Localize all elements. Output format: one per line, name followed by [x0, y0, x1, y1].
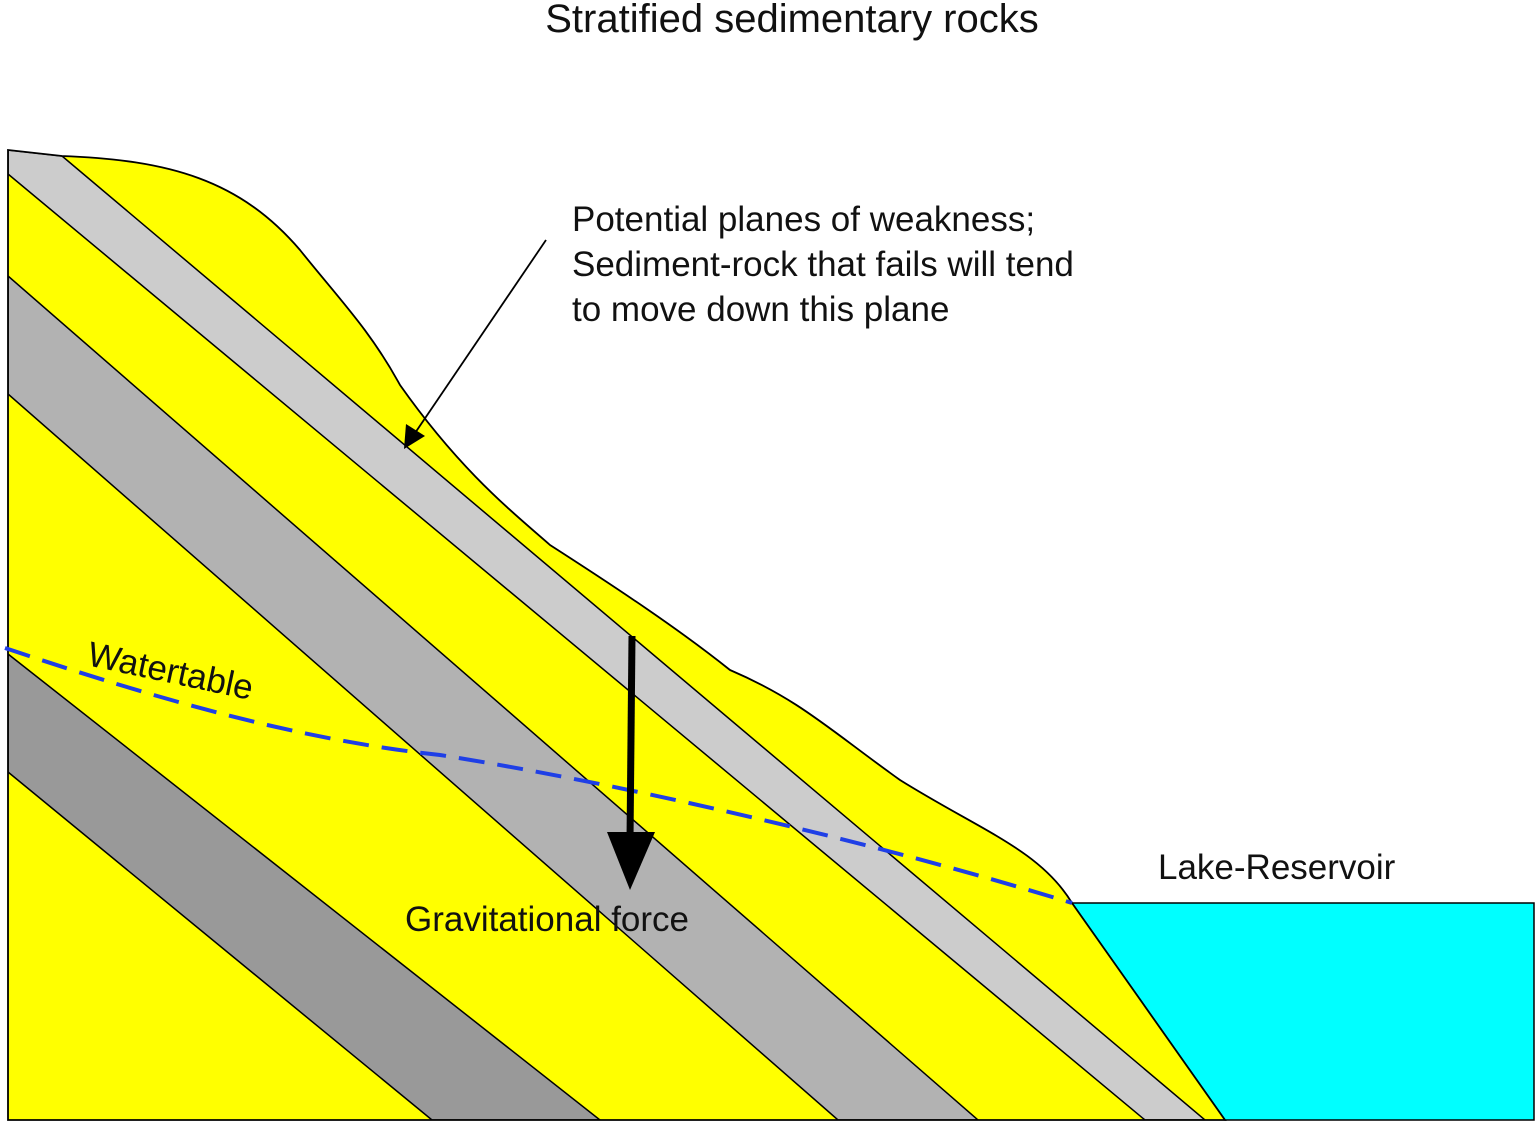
gravitational-force-label: Gravitational force	[405, 900, 689, 939]
annotation-line-3: to move down this plane	[572, 290, 949, 329]
watertable-line	[4, 646, 1073, 905]
medium-gray-bed	[8, 274, 981, 1120]
gravity-arrow-head	[607, 832, 655, 890]
lake-reservoir-label: Lake-Reservoir	[1158, 848, 1396, 887]
annotation-text: Potential planes of weakness; Sediment-r…	[572, 200, 1084, 329]
gravity-arrow-shaft	[626, 635, 636, 841]
dark-gray-bed	[8, 652, 603, 1120]
annotation-line-2: Sediment-rock that fails will tend	[572, 245, 1074, 284]
diagram-title: Stratified sedimentary rocks	[545, 0, 1039, 41]
slope-outline	[7, 148, 1227, 1121]
annotation-line-1: Potential planes of weakness;	[572, 200, 1035, 239]
annotation-pointer-arrowhead	[404, 424, 425, 449]
annotation-pointer-line	[412, 239, 547, 437]
